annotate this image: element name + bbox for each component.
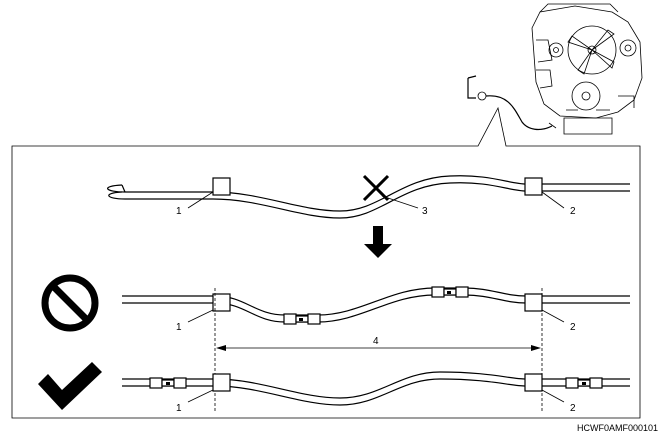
splice-connector-in-zone-b	[431, 286, 469, 298]
row-correct-repair: 1 2	[38, 362, 630, 414]
splice-connector-in-zone-a	[283, 313, 321, 325]
clamp-left-row2	[212, 293, 231, 312]
clamp-right-row1	[524, 177, 543, 196]
sensor-bracket	[467, 75, 557, 131]
clamp-left-row1	[212, 177, 231, 196]
checkmark-icon	[38, 362, 102, 410]
callout-1-row2: 1	[176, 322, 182, 333]
callout-2-row3: 2	[570, 403, 576, 414]
down-arrow-icon	[364, 226, 392, 258]
callout-2-row1: 2	[570, 206, 576, 217]
callout-1-row3: 1	[176, 403, 182, 414]
figure-code: HCWF0AMF000101	[577, 423, 658, 433]
callout-4: 4	[373, 336, 379, 347]
detail-frame	[11, 106, 641, 419]
engine-icon	[531, 3, 643, 135]
callout-1-row1: 1	[176, 206, 182, 217]
clamp-right-row3	[524, 373, 543, 392]
no-repair-zone-dimension: 4	[214, 288, 543, 412]
row-damaged-wire: 1 2 3	[107, 174, 630, 219]
splice-connector-outside-right	[565, 377, 603, 389]
splice-connector-outside-left	[149, 377, 187, 389]
row-prohibited-repair: 1 2	[41, 274, 630, 333]
callout-3: 3	[422, 206, 428, 217]
clamp-right-row2	[524, 293, 543, 312]
clamp-left-row3	[212, 373, 231, 392]
prohibited-icon	[41, 274, 99, 332]
callout-2-row2: 2	[570, 322, 576, 333]
cross-mark-icon	[362, 174, 390, 202]
